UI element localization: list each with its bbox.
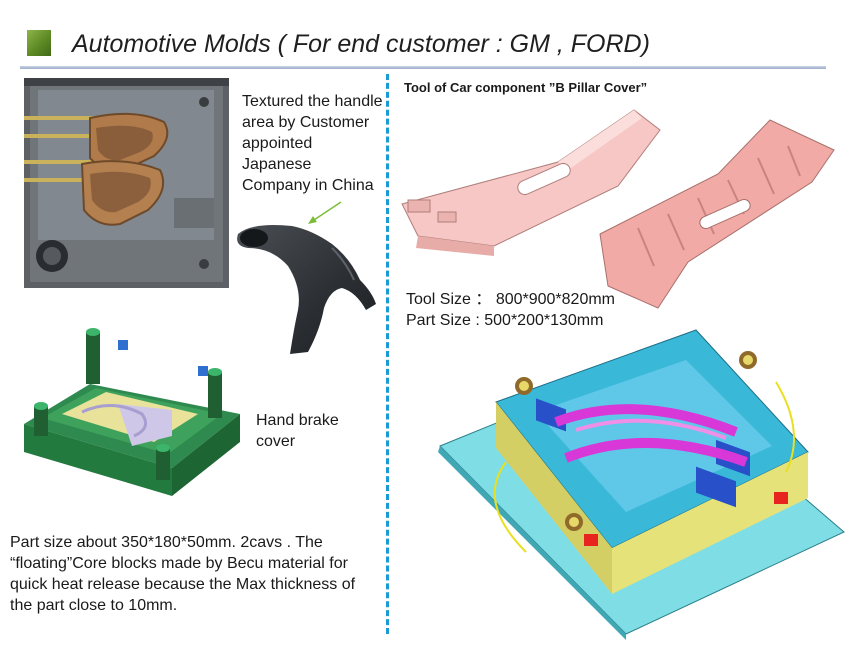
description-line: Part size about 350*180*50mm. 2cavs . Th… bbox=[10, 534, 323, 551]
b-pillar-part-render-front bbox=[398, 108, 668, 258]
part-caption-line: Hand brake bbox=[256, 412, 339, 429]
title-underline bbox=[20, 66, 826, 69]
description-line: the part close to 10mm. bbox=[10, 597, 178, 614]
mold-photo bbox=[24, 78, 229, 288]
column-divider bbox=[386, 74, 389, 634]
tool-size-spec: Tool Size ： 800*900*820mm bbox=[406, 291, 616, 308]
b-pillar-part-render-back bbox=[598, 116, 838, 312]
description-line: “floating”Core blocks made by Becu mater… bbox=[10, 555, 348, 572]
tool-specs: Tool Size ： 800*900*820mm Part Size : 50… bbox=[406, 289, 615, 331]
part-description: Part size about 350*180*50mm. 2cavs . Th… bbox=[10, 532, 380, 616]
description-line: quick heat release because the Max thick… bbox=[10, 576, 356, 593]
part-caption-line: cover bbox=[256, 433, 296, 450]
b-pillar-heading: Tool of Car component ”B Pillar Cover” bbox=[404, 80, 648, 95]
title-bullet-square bbox=[27, 30, 51, 56]
page-title: Automotive Molds ( For end customer : GM… bbox=[72, 30, 650, 58]
texture-note-line: Japanese bbox=[242, 156, 312, 173]
part-caption: Hand brake cover bbox=[256, 410, 339, 452]
hand-brake-mold-render bbox=[22, 318, 242, 500]
part-size-spec: Part Size : 500*200*130mm bbox=[406, 312, 604, 329]
pointer-arrow bbox=[305, 200, 345, 226]
hand-brake-cover-render bbox=[232, 218, 382, 358]
b-pillar-mold-render bbox=[436, 322, 846, 640]
texture-note: Textured the handle area by Customer app… bbox=[242, 91, 392, 196]
texture-note-line: Company in China bbox=[242, 177, 374, 194]
texture-note-line: appointed bbox=[242, 135, 313, 152]
texture-note-line: Textured the handle bbox=[242, 93, 383, 110]
texture-note-line: area by Customer bbox=[242, 114, 370, 131]
